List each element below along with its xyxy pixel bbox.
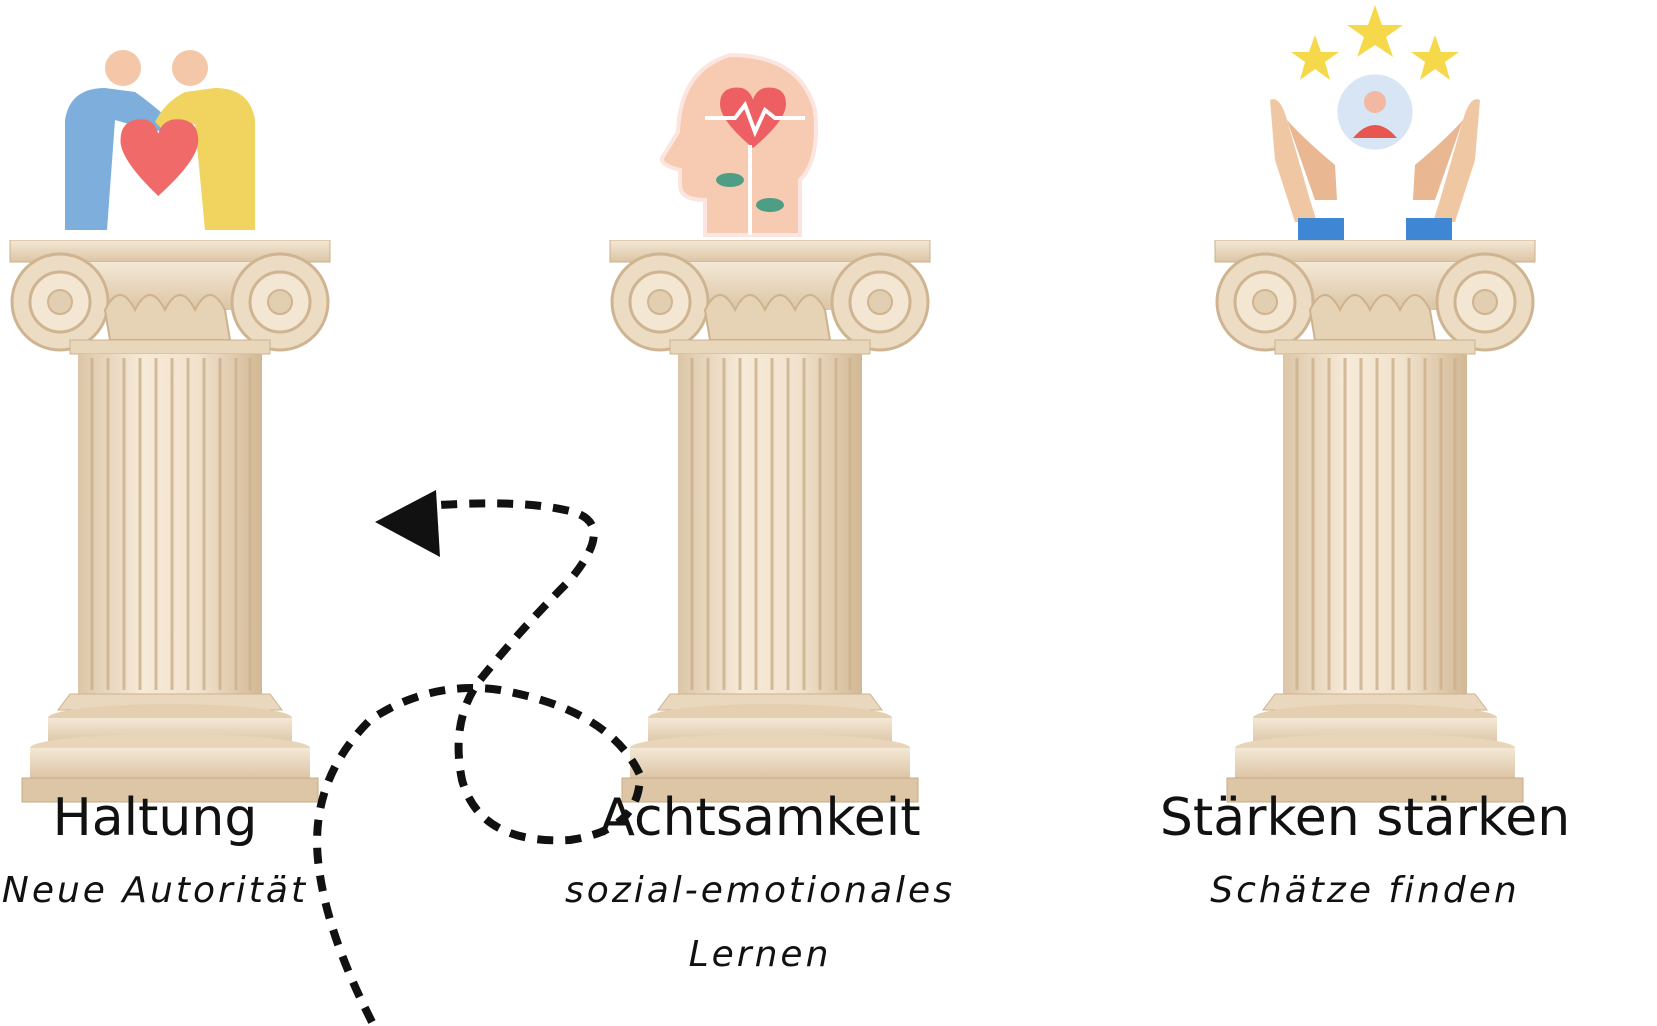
pillar-column-graphic (1205, 240, 1545, 820)
mind-heart-icon (650, 50, 830, 240)
pillar-title: Stärken stärken (1115, 788, 1615, 848)
arrow-head (375, 490, 440, 557)
pillar-staerken: Stärken stärken Schätze finden (1205, 0, 1545, 1026)
pillar-subtitle-line2: Lernen (530, 922, 990, 988)
pillar-column-graphic (600, 240, 940, 820)
stars-hands-icon (1265, 0, 1485, 245)
pillar-subtitle: Schätze finden (1135, 858, 1595, 924)
pillar-title: Haltung (0, 788, 405, 848)
pillar-subtitle-line1: sozial-emotionales (530, 858, 990, 924)
pillar-title: Achtsamkeit (510, 788, 1010, 848)
pillar-subtitle: Neue Autorität (0, 858, 385, 924)
pillar-haltung: Haltung Neue Autorität (0, 0, 340, 1026)
connection-heart-icon (55, 40, 265, 240)
pillar-achtsamkeit: Achtsamkeit sozial-emotionales Lernen (600, 0, 940, 1026)
pillar-column-graphic (0, 240, 340, 820)
